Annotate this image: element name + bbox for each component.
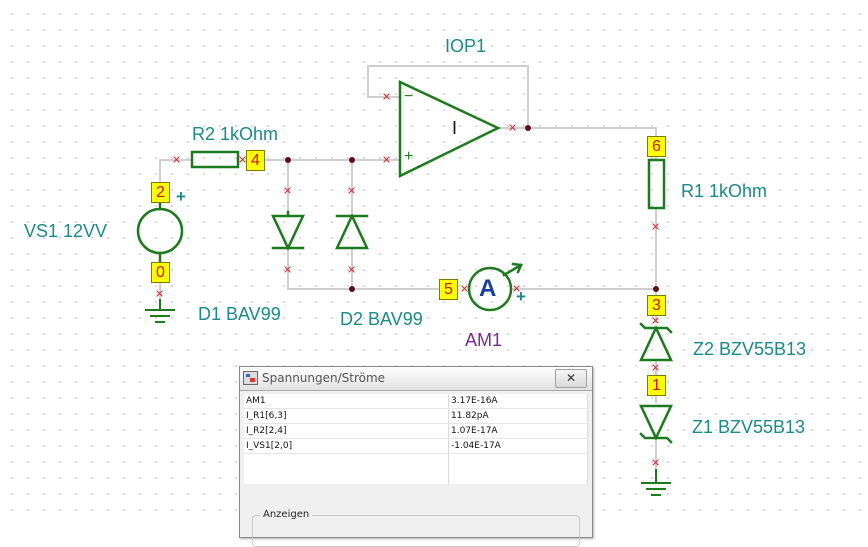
opamp-symbol-text: I bbox=[452, 118, 458, 138]
z2-label: Z2 BZV55B13 bbox=[693, 339, 807, 359]
node-marker-1[interactable]: 1 bbox=[647, 375, 666, 396]
ground-symbol bbox=[641, 482, 671, 496]
results-table: AM1 3.17E-16A I_R1[6,3] 11.82pA I_R2[2,4… bbox=[244, 394, 588, 484]
table-empty-row bbox=[244, 453, 588, 484]
close-button[interactable]: ✕ bbox=[555, 369, 587, 388]
am1-plus-sign: + bbox=[516, 287, 526, 306]
pin-markers bbox=[156, 93, 659, 466]
node-marker-0[interactable]: 0 bbox=[151, 262, 170, 283]
voltage-source-symbol bbox=[136, 202, 184, 264]
zener-z1-symbol bbox=[639, 404, 673, 444]
opamp-minus-sign: − bbox=[404, 88, 414, 105]
result-name: I_R2[2,4] bbox=[244, 423, 449, 439]
node-marker-2[interactable]: 2 bbox=[151, 182, 170, 203]
schematic-drawing[interactable] bbox=[0, 0, 868, 522]
schematic-canvas[interactable]: IOP1 R2 1kOhm R1 1kOhm VS1 12VV D1 BAV99… bbox=[0, 0, 868, 522]
node-marker-4[interactable]: 4 bbox=[246, 150, 265, 171]
junction-dot bbox=[349, 157, 355, 163]
result-value: 1.07E-17A bbox=[448, 423, 588, 439]
opamp-label: IOP1 bbox=[445, 36, 487, 56]
junction-dot bbox=[285, 157, 291, 163]
diode-d2-symbol bbox=[335, 213, 369, 250]
ground-symbol bbox=[145, 309, 175, 323]
d1-label: D1 BAV99 bbox=[198, 304, 281, 324]
opamp-plus-sign: + bbox=[404, 148, 414, 165]
r2-label: R2 1kOhm bbox=[192, 124, 279, 144]
vs1-plus-sign: + bbox=[176, 187, 186, 206]
junction-dot bbox=[349, 286, 355, 292]
diode-d1-symbol bbox=[271, 210, 305, 251]
result-name: I_VS1[2,0] bbox=[244, 438, 449, 454]
resistor-r1-symbol bbox=[647, 158, 666, 210]
result-name: AM1 bbox=[244, 394, 449, 409]
table-row[interactable]: I_R1[6,3] 11.82pA bbox=[244, 408, 588, 424]
app-icon bbox=[243, 371, 258, 385]
junction-dot bbox=[525, 125, 531, 131]
result-value: -1.04E-17A bbox=[448, 438, 588, 454]
table-row[interactable]: I_R2[2,4] 1.07E-17A bbox=[244, 423, 588, 439]
node-marker-3[interactable]: 3 bbox=[647, 295, 666, 316]
junctions bbox=[285, 125, 659, 292]
junction-dot bbox=[653, 286, 659, 292]
ammeter-symbol bbox=[467, 262, 523, 312]
node-marker-5[interactable]: 5 bbox=[439, 279, 458, 300]
result-value: 11.82pA bbox=[448, 408, 588, 424]
am1-label: AM1 bbox=[465, 330, 503, 350]
table-row[interactable]: AM1 3.17E-16A bbox=[244, 394, 588, 409]
result-value: 3.17E-16A bbox=[448, 394, 588, 409]
table-row[interactable]: I_VS1[2,0] -1.04E-17A bbox=[244, 438, 588, 454]
vs1-label: VS1 12VV bbox=[24, 221, 108, 241]
resistor-r2-symbol bbox=[190, 150, 240, 169]
zener-z2-symbol bbox=[639, 322, 673, 362]
ammeter-symbol-text: A bbox=[479, 275, 497, 302]
opamp-symbol bbox=[398, 80, 501, 179]
dialog-title: Spannungen/Ströme bbox=[262, 371, 386, 385]
dialog-titlebar[interactable]: Spannungen/Ströme ✕ bbox=[240, 367, 592, 391]
node-marker-6[interactable]: 6 bbox=[647, 136, 666, 157]
display-group-label: Anzeigen bbox=[260, 509, 313, 520]
d2-label: D2 BAV99 bbox=[340, 309, 423, 329]
results-dialog: Spannungen/Ströme ✕ AM1 3.17E-16A I_R1[6… bbox=[239, 366, 593, 547]
result-name: I_R1[6,3] bbox=[244, 408, 449, 424]
components bbox=[136, 80, 673, 496]
z1-label: Z1 BZV55B13 bbox=[692, 417, 806, 437]
r1-label: R1 1kOhm bbox=[681, 181, 768, 201]
